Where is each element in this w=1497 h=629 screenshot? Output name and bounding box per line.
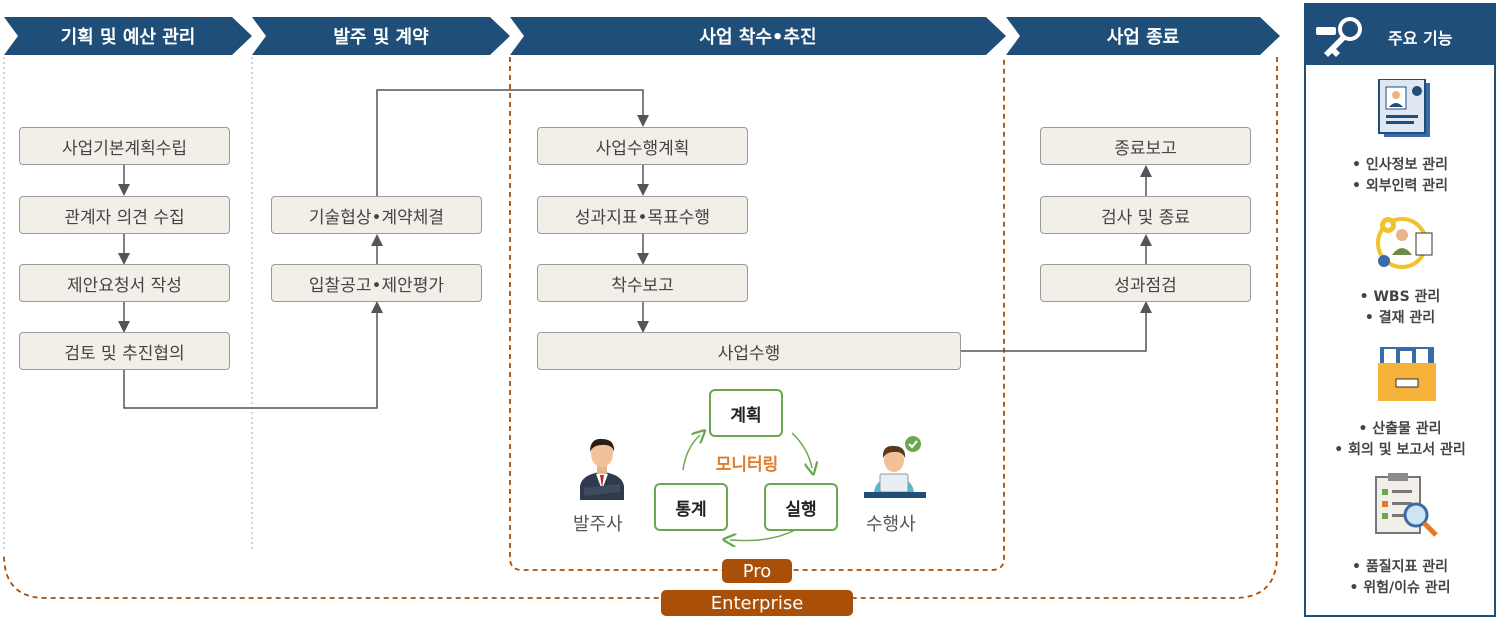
client-person-icon bbox=[580, 438, 624, 500]
feature-group-quality: • 품질지표 관리 • 위험/이슈 관리 bbox=[1306, 557, 1494, 599]
cycle-monitoring-label: 모니터링 bbox=[715, 455, 779, 475]
step-performance-check: 성과점검 bbox=[1040, 264, 1251, 302]
vendor-person-icon bbox=[864, 436, 926, 498]
phase-execution: 사업 착수•추진 bbox=[510, 17, 1006, 55]
feature-item: • 회의 및 보고서 관리 bbox=[1334, 442, 1466, 458]
step-bid-evaluation: 입찰공고•제안평가 bbox=[271, 264, 482, 302]
feature-item: • 위험/이슈 관리 bbox=[1349, 580, 1451, 596]
feature-item: • 산출물 관리 bbox=[1358, 421, 1442, 437]
feature-item: • WBS 관리 bbox=[1359, 289, 1441, 305]
step-inspection-close: 검사 및 종료 bbox=[1040, 196, 1251, 234]
phase-closing: 사업 종료 bbox=[1006, 17, 1280, 55]
tier-enterprise-badge: Enterprise bbox=[661, 590, 853, 616]
flow-lines bbox=[3, 57, 1278, 599]
feature-item: • 인사정보 관리 bbox=[1352, 157, 1448, 173]
feature-group-deliverables: • 산출물 관리 • 회의 및 보고서 관리 bbox=[1306, 419, 1494, 461]
feature-group-hr: • 인사정보 관리 • 외부인력 관리 bbox=[1306, 155, 1494, 197]
phase-contract: 발주 및 계약 bbox=[252, 17, 510, 55]
feature-item: • 외부인력 관리 bbox=[1352, 178, 1448, 194]
checklist-icon bbox=[1375, 473, 1438, 537]
folder-icon bbox=[1378, 347, 1436, 401]
phase-planning: 기획 및 예산 관리 bbox=[4, 17, 252, 55]
tier-pro-badge: Pro bbox=[722, 559, 792, 583]
key-icon bbox=[1316, 17, 1362, 57]
cycle-plan: 계획 bbox=[709, 389, 783, 437]
feature-item: • 품질지표 관리 bbox=[1352, 559, 1448, 575]
vendor-label: 수행사 bbox=[866, 514, 916, 535]
feature-item: • 결재 관리 bbox=[1364, 310, 1436, 326]
id-card-icon bbox=[1378, 79, 1430, 137]
feature-group-wbs: • WBS 관리 • 결재 관리 bbox=[1306, 287, 1494, 329]
features-header: 주요 기능 bbox=[1306, 5, 1494, 65]
step-negotiation-contract: 기술협상•계약체결 bbox=[271, 196, 482, 234]
step-stakeholder-opinion: 관계자 의견 수집 bbox=[19, 196, 230, 234]
features-panel: 주요 기능 • 인사정보 관리 • 외부인력 관리 • WBS 관리 • 결재 … bbox=[1304, 3, 1496, 617]
step-kpi-goals: 성과지표•목표수행 bbox=[537, 196, 748, 234]
step-review-consult: 검토 및 추진협의 bbox=[19, 332, 230, 370]
cycle-stats: 통계 bbox=[654, 483, 728, 531]
client-label: 발주사 bbox=[573, 514, 623, 535]
step-rfp-writing: 제안요청서 작성 bbox=[19, 264, 230, 302]
cycle-execute: 실행 bbox=[764, 483, 838, 531]
step-project-execution: 사업수행 bbox=[537, 332, 961, 370]
gear-person-icon bbox=[1376, 217, 1433, 269]
features-title: 주요 기능 bbox=[1388, 29, 1453, 48]
step-execution-plan: 사업수행계획 bbox=[537, 127, 748, 165]
step-kickoff-report: 착수보고 bbox=[537, 264, 748, 302]
step-final-report: 종료보고 bbox=[1040, 127, 1251, 165]
step-basic-plan: 사업기본계획수립 bbox=[19, 127, 230, 165]
